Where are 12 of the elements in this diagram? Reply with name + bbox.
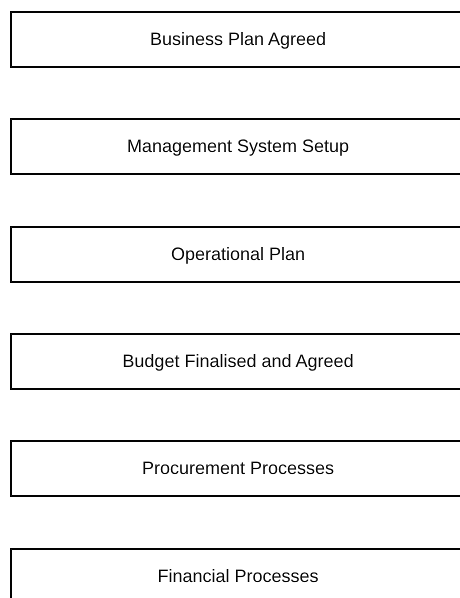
process-box	[10, 118, 460, 175]
box-label: Budget Finalised and Agreed	[122, 351, 354, 372]
process-box	[10, 226, 460, 283]
process-box	[10, 333, 460, 390]
process-box	[10, 440, 460, 497]
box-label: Financial Processes	[157, 566, 319, 587]
box-label: Operational Plan	[170, 244, 306, 265]
process-box	[10, 11, 460, 68]
box-label: Procurement Processes	[142, 458, 334, 479]
process-box	[10, 548, 460, 598]
box-label: Business Plan Agreed	[150, 29, 326, 50]
box-label: Management System Setup	[126, 136, 350, 157]
